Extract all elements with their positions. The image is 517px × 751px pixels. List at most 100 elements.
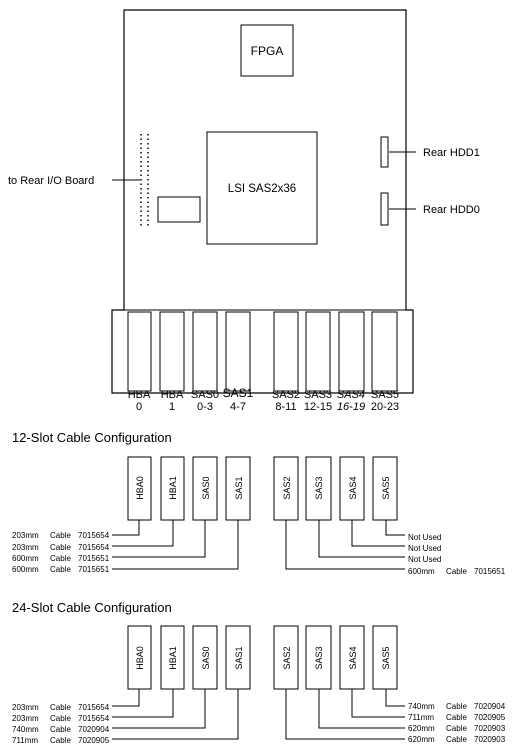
connector-label: HBA1 xyxy=(168,646,178,670)
cable-part-number: 7020903 xyxy=(474,724,506,733)
cable-length: 711mm xyxy=(408,713,434,722)
cable-word: Cable xyxy=(50,543,71,552)
config12-connectors xyxy=(127,456,398,521)
rear-hdd0-label: Rear HDD0 xyxy=(423,204,480,216)
cable-part-number: 7020905 xyxy=(78,736,110,745)
port-label-range: 1 xyxy=(169,401,175,413)
port-label-name: HBA xyxy=(128,389,151,401)
cable-part-number: 7020905 xyxy=(474,713,506,722)
config24-cable-lines xyxy=(112,689,405,740)
cable-length: 740mm xyxy=(12,725,39,734)
rear-hdd1-label: Rear HDD1 xyxy=(423,147,480,159)
fpga-chip xyxy=(240,24,294,77)
config24-connector-labels: HBA0 HBA1 SAS0 SAS1 SAS2 SAS3 SAS4 SAS5 xyxy=(135,646,391,670)
port-connector-sas0 xyxy=(192,311,218,392)
connector-label: SAS2 xyxy=(282,646,292,669)
cable-part-number: 7020903 xyxy=(474,735,506,744)
port-label-range: 20-23 xyxy=(371,401,399,413)
connector-label: SAS0 xyxy=(201,646,211,669)
board-outline xyxy=(111,9,414,394)
cable-part-number: 7015654 xyxy=(78,703,110,712)
cable-word: Cable xyxy=(50,565,71,574)
connector-label: SAS4 xyxy=(348,646,358,669)
cable-length: 600mm xyxy=(408,567,435,576)
cable-word: Cable xyxy=(50,736,71,745)
port-label-range: 12-15 xyxy=(304,401,332,413)
cable-part-number: 7020904 xyxy=(78,725,110,734)
cable-word: Cable xyxy=(50,531,71,540)
port-connector-sas1 xyxy=(225,311,251,392)
port-connector-sas5 xyxy=(371,311,398,392)
port-connector-hba0 xyxy=(127,311,152,392)
port-label-name: SAS3 xyxy=(304,389,332,401)
cable-part-number: 7015654 xyxy=(78,531,110,540)
connector-label: SAS1 xyxy=(234,476,244,499)
rear-io-header xyxy=(140,134,149,226)
cable-length: 740mm xyxy=(408,702,435,711)
rear-hdd1-connector xyxy=(380,136,389,168)
port-label-name: SAS0 xyxy=(191,389,219,401)
cable-word: Cable xyxy=(446,724,467,733)
connector-label: HBA1 xyxy=(168,476,178,500)
connector-label: SAS3 xyxy=(314,476,324,499)
cable-word: Cable xyxy=(446,735,467,744)
config12-title: 12-Slot Cable Configuration xyxy=(12,430,172,445)
connector-label: SAS5 xyxy=(381,476,391,499)
rear-hdd0-connector xyxy=(380,192,389,226)
port-connector-sas3 xyxy=(305,311,331,392)
cable-word: Cable xyxy=(50,554,71,563)
cable-part-number: 7015654 xyxy=(78,543,110,552)
cable-length: 600mm xyxy=(12,565,39,574)
cable-length: 600mm xyxy=(12,554,39,563)
cable-length: 203mm xyxy=(12,543,39,552)
cable-not-used: Not Used xyxy=(408,533,441,542)
config24-left-cables: 203mm Cable 7015654 203mm Cable 7015654 … xyxy=(12,703,110,745)
port-connectors xyxy=(127,311,398,392)
port-label-range: 4-7 xyxy=(230,401,246,413)
port-label-range: 0-3 xyxy=(197,401,213,413)
cable-not-used: Not Used xyxy=(408,555,441,564)
cable-part-number: 7015651 xyxy=(78,554,110,563)
port-label-range: 0 xyxy=(136,401,142,413)
port-connector-sas4 xyxy=(338,311,365,392)
rear-io-label: to Rear I/O Board xyxy=(8,175,94,187)
cable-length: 203mm xyxy=(12,531,39,540)
connector-label: HBA0 xyxy=(135,646,145,670)
cable-word: Cable xyxy=(446,702,467,711)
connector-label: SAS0 xyxy=(201,476,211,499)
cable-part-number: 7015651 xyxy=(474,567,506,576)
connector-label: SAS4 xyxy=(348,476,358,499)
cable-length: 203mm xyxy=(12,703,39,712)
port-label-name: SAS2 xyxy=(272,389,300,401)
cable-length: 620mm xyxy=(408,724,435,733)
cable-length: 711mm xyxy=(12,736,38,745)
connector-label: SAS3 xyxy=(314,646,324,669)
cable-word: Cable xyxy=(446,567,467,576)
port-label-name: SAS5 xyxy=(371,389,399,401)
cable-part-number: 7015654 xyxy=(78,714,110,723)
fpga-label: FPGA xyxy=(251,44,284,58)
config12-left-cables: 203mm Cable 7015654 203mm Cable 7015654 … xyxy=(12,531,110,574)
cable-word: Cable xyxy=(50,703,71,712)
cable-length: 203mm xyxy=(12,714,39,723)
cable-word: Cable xyxy=(446,713,467,722)
small-component xyxy=(157,196,201,223)
config24-right-cables: 740mm Cable 7020904 711mm Cable 7020905 … xyxy=(408,702,506,744)
connector-label: SAS1 xyxy=(234,646,244,669)
config12-connector-labels: HBA0 HBA1 SAS0 SAS1 SAS2 SAS3 SAS4 SAS5 xyxy=(135,476,391,500)
connector-label: SAS5 xyxy=(381,646,391,669)
cable-word: Cable xyxy=(50,714,71,723)
port-connector-hba1 xyxy=(159,311,185,392)
port-connector-sas2 xyxy=(273,311,299,392)
lsi-controller-chip xyxy=(206,131,318,245)
port-labels: HBA 0 HBA 1 SAS0 0-3 SAS1 4-7 SAS2 8-11 … xyxy=(128,386,399,413)
cable-not-used: Not Used xyxy=(408,544,441,553)
cable-word: Cable xyxy=(50,725,71,734)
port-label-name: SAS4 xyxy=(337,389,365,401)
cable-length: 620mm xyxy=(408,735,435,744)
port-label-range: 16-19 xyxy=(337,401,365,413)
cable-part-number: 7015651 xyxy=(78,565,110,574)
config12-right-cables: Not Used Not Used Not Used 600mm Cable 7… xyxy=(408,533,506,576)
